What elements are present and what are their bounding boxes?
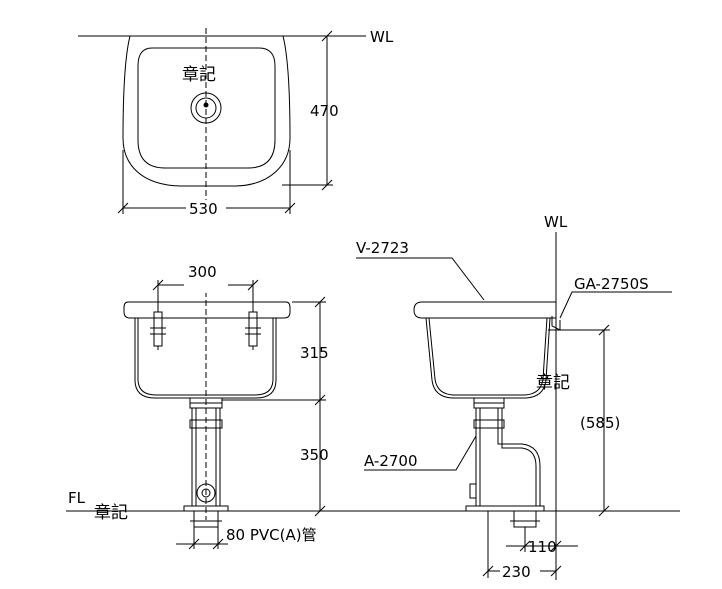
front-mark-label: 章記: [94, 503, 128, 523]
front-pedestal-band: [189, 419, 223, 429]
plan-drain-dot: [203, 102, 209, 108]
side-leader-bracket: [559, 291, 672, 319]
side-base-flange: [465, 505, 545, 512]
side-leader-trap: [364, 435, 477, 471]
front-cleanout: [196, 483, 216, 503]
plan-basin-outer: [122, 35, 291, 187]
plan-depth-dim: 470: [310, 102, 339, 120]
side-basin-part-label: V-2723: [356, 239, 409, 257]
front-pedestal-height-dim: 350: [300, 446, 329, 464]
front-drain-pipe-label: 80 PVC(A)管: [226, 526, 317, 544]
plan-drain-outer: [190, 92, 222, 124]
side-leader-basin: [356, 257, 485, 301]
plan-view: [78, 28, 366, 214]
side-trap: [475, 408, 541, 506]
plan-wall-label: WL: [370, 28, 394, 46]
front-drain-under: [193, 511, 219, 528]
side-trap-band: [473, 419, 505, 429]
side-drain-offset-dim: 110: [528, 538, 557, 556]
side-cleanout: [469, 483, 477, 499]
plan-width-tick-left: [117, 202, 129, 214]
plan-width-dim: 530: [189, 200, 218, 218]
side-basin-bowl-inner: [428, 317, 548, 396]
side-trap-part-label: A-2700: [364, 452, 418, 470]
plan-drain-inner: [195, 97, 217, 119]
side-mark-label: 章記: [536, 373, 570, 393]
side-view: [356, 232, 672, 580]
plan-basin-inner: [137, 47, 276, 169]
front-basin-rim: [123, 301, 291, 319]
side-wall-to-drain-dim: 230: [502, 563, 531, 581]
side-wall-label: WL: [544, 213, 568, 231]
front-basin-height-dim: 315: [300, 344, 329, 362]
front-floor-label: FL: [68, 489, 86, 507]
plan-mark-label: 章記: [182, 65, 216, 85]
plan-width-tick-right: [284, 202, 296, 214]
front-view: [66, 279, 680, 550]
side-wall-bracket: [551, 316, 561, 331]
plan-depth-tick-bottom: [321, 179, 333, 191]
side-basin-rim: [413, 301, 557, 319]
front-base-flange: [183, 505, 229, 512]
side-basin-bowl: [425, 317, 551, 399]
plan-depth-tick-top: [321, 30, 333, 42]
side-rim-height-dim: (585): [580, 414, 620, 432]
side-drain-under: [513, 511, 537, 528]
side-bracket-part-label: GA-2750S: [574, 275, 649, 293]
front-faucet-spacing-dim: 300: [188, 263, 217, 281]
